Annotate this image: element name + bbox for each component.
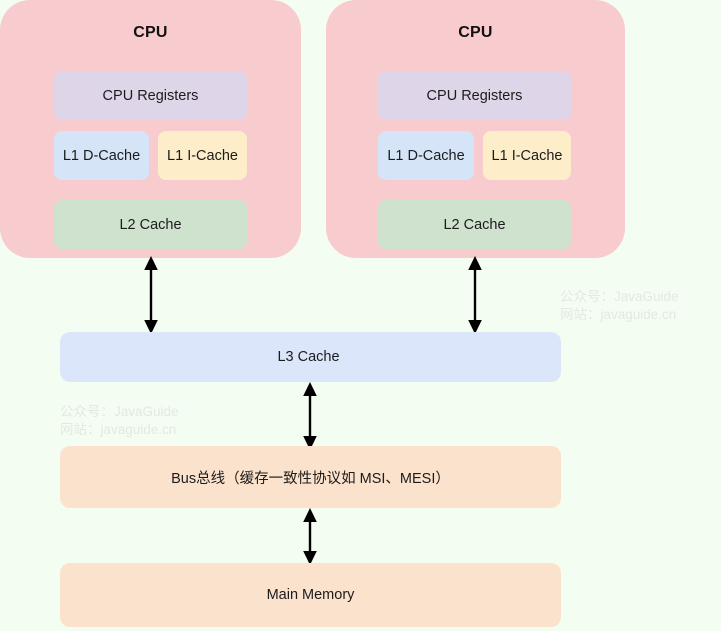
bus-box[interactable]: Bus总线（缓存一致性协议如 MSI、MESI） xyxy=(60,446,561,508)
cpu-1-l1-i-cache[interactable]: L1 I-Cache xyxy=(158,131,247,180)
arrow-l3-to-bus xyxy=(303,382,317,450)
cpu-2-l1-d-cache[interactable]: L1 D-Cache xyxy=(378,131,474,180)
watermark-top-right: 公众号：JavaGuide 网站：javaguide.cn xyxy=(560,288,679,324)
cpu-1-l1-d-cache[interactable]: L1 D-Cache xyxy=(54,131,149,180)
cpu-2-l1-i-cache[interactable]: L1 I-Cache xyxy=(483,131,571,180)
main-memory-box[interactable]: Main Memory xyxy=(60,563,561,627)
cpu-block-1-title: CPU xyxy=(133,24,168,41)
watermark-mid-left-line1: 公众号：JavaGuide xyxy=(60,404,179,419)
cpu-block-2-title: CPU xyxy=(458,24,493,41)
bus-label: Bus总线（缓存一致性协议如 MSI、MESI） xyxy=(171,470,450,487)
main-memory-label: Main Memory xyxy=(266,587,355,603)
arrow-bus-to-memory xyxy=(303,508,317,565)
cpu-2-l1-d-cache-label: L1 D-Cache xyxy=(387,147,465,164)
cpu-1-registers-label: CPU Registers xyxy=(102,87,199,104)
cpu-1-l1-i-cache-label: L1 I-Cache xyxy=(167,147,238,164)
cpu-1-l2-cache-label: L2 Cache xyxy=(119,216,182,233)
watermark-mid-left: 公众号：JavaGuide 网站：javaguide.cn xyxy=(60,403,179,439)
cpu-2-l2-cache[interactable]: L2 Cache xyxy=(378,200,571,249)
cpu-1-l2-cache[interactable]: L2 Cache xyxy=(54,200,247,249)
watermark-top-right-line2: 网站：javaguide.cn xyxy=(560,307,677,322)
cpu-2-registers[interactable]: CPU Registers xyxy=(378,71,571,120)
arrow-cpu1-to-l3 xyxy=(144,256,158,334)
cpu-1-registers[interactable]: CPU Registers xyxy=(54,71,247,120)
watermark-mid-left-line2: 网站：javaguide.cn xyxy=(60,422,177,437)
arrow-cpu2-to-l3 xyxy=(468,256,482,334)
cpu-2-registers-label: CPU Registers xyxy=(426,87,523,104)
cpu-1-l1-d-cache-label: L1 D-Cache xyxy=(62,147,141,164)
l3-cache-box[interactable]: L3 Cache xyxy=(60,332,561,382)
l3-cache-label: L3 Cache xyxy=(277,349,340,365)
cpu-2-l1-i-cache-label: L1 I-Cache xyxy=(491,147,563,164)
watermark-top-right-line1: 公众号：JavaGuide xyxy=(560,289,679,304)
cpu-2-l2-cache-label: L2 Cache xyxy=(443,216,506,233)
